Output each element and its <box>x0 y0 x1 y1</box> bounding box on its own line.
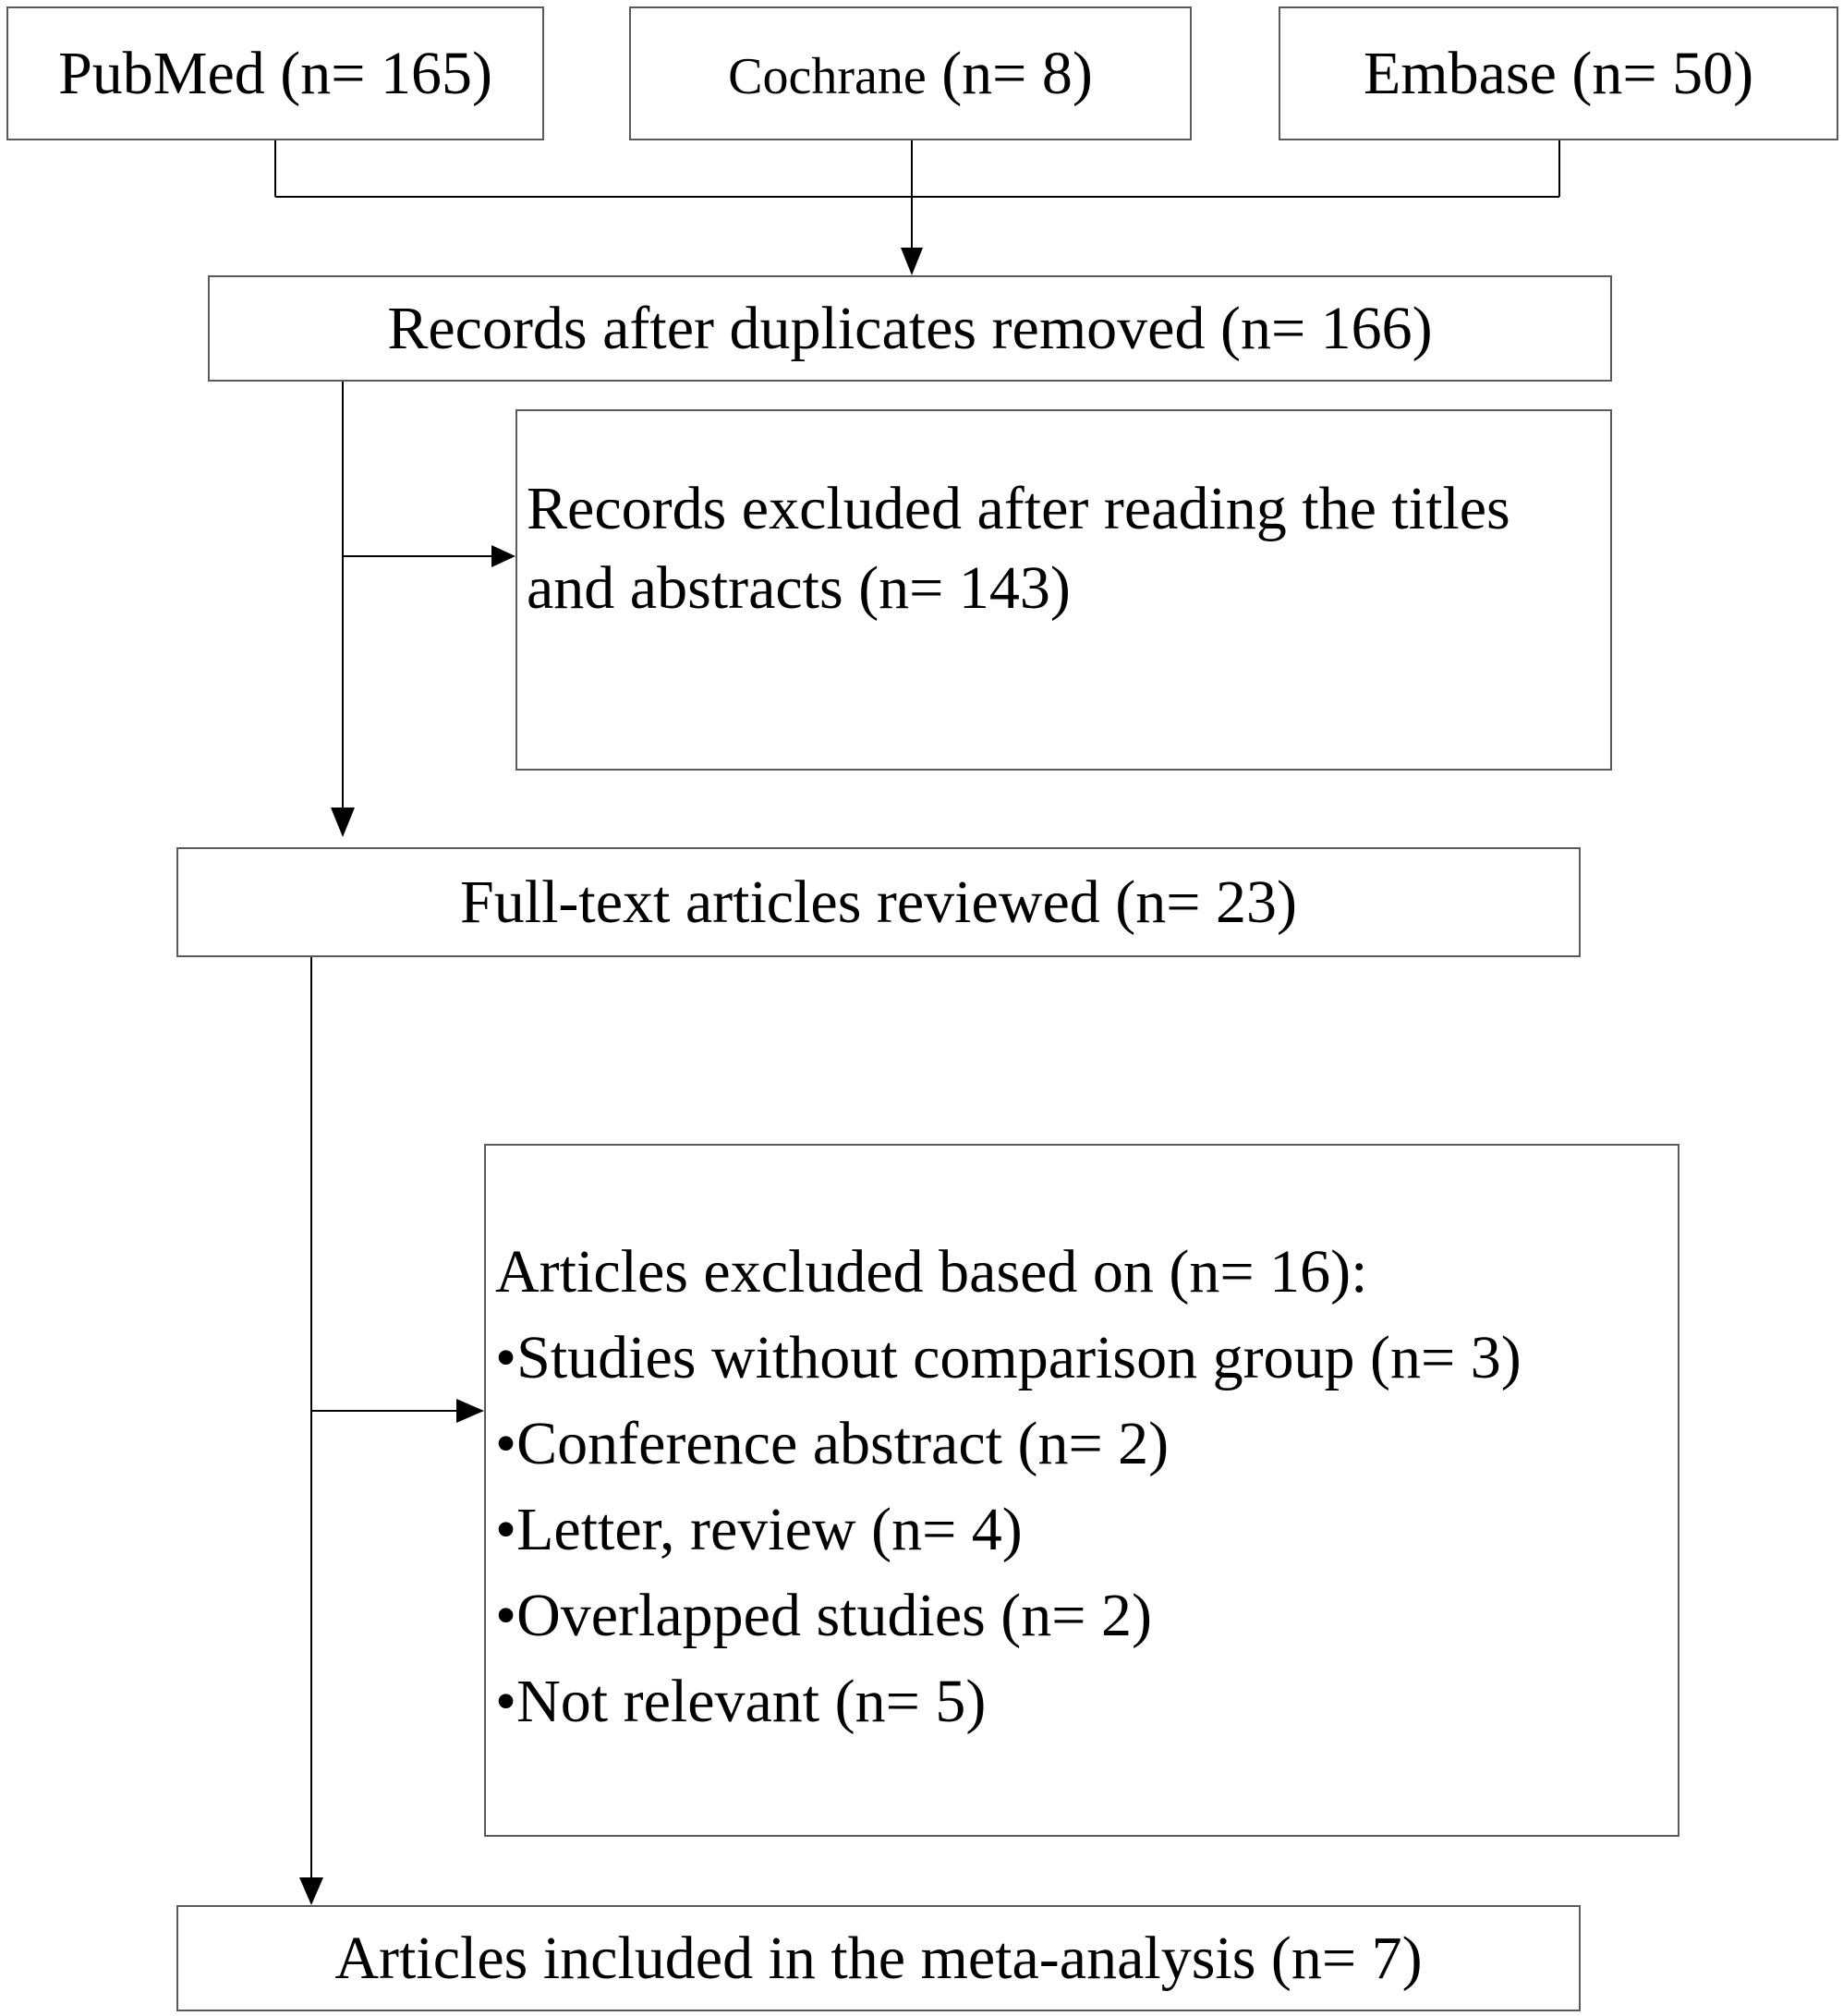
excluded-reason-text: Not relevant (n= 5) <box>516 1668 987 1735</box>
excluded-articles-heading: Articles excluded based on (n= 16): <box>495 1238 1368 1306</box>
excluded-titles-line-1: Records excluded after reading the title… <box>527 475 1510 542</box>
excluded-reason-text: Studies without comparison group (n= 3) <box>516 1324 1522 1391</box>
duplicates-removed-box: Records after duplicates removed (n= 166… <box>208 275 1612 382</box>
arrowhead-to-dedupe <box>901 248 923 275</box>
cochrane-box: Cochrane (n= 8) <box>629 6 1192 140</box>
full-text-box: Full-text articles reviewed (n= 23) <box>176 847 1581 957</box>
excluded-reason-text: Overlapped studies (n= 2) <box>516 1582 1152 1649</box>
excluded-reason-item: •Not relevant (n= 5) <box>495 1658 1522 1744</box>
arrowhead-to-exclusion2 <box>456 1399 484 1423</box>
excluded-titles-box <box>515 409 1612 771</box>
pubmed-name: PubMed <box>58 39 265 107</box>
pubmed-label: PubMed (n= 165) <box>58 43 492 104</box>
excluded-titles-line-2: and abstracts (n= 143) <box>527 554 1071 622</box>
embase-count: (n= 50) <box>1571 39 1754 107</box>
bullet-icon: • <box>495 1410 517 1477</box>
excluded-reason-item: •Studies without comparison group (n= 3) <box>495 1315 1522 1401</box>
arrowhead-to-fulltext <box>331 808 355 837</box>
cochrane-label: Cochrane (n= 8) <box>728 43 1093 104</box>
cochrane-count: (n= 8) <box>941 39 1093 107</box>
excluded-reason-item: •Overlapped studies (n= 2) <box>495 1573 1522 1658</box>
bullet-icon: • <box>495 1668 517 1735</box>
excluded-articles-box <box>484 1144 1679 1837</box>
bullet-icon: • <box>495 1496 517 1563</box>
included-box: Articles included in the meta-analysis (… <box>176 1905 1581 2011</box>
bullet-icon: • <box>495 1324 517 1391</box>
arrowhead-to-included <box>299 1877 323 1905</box>
embase-name: Embase <box>1363 39 1557 107</box>
excluded-titles-lines: Records excluded after reading the title… <box>527 469 1510 628</box>
excluded-reason-text: Letter, review (n= 4) <box>516 1496 1023 1563</box>
cochrane-name: Cochrane <box>728 47 927 105</box>
excluded-articles-content: Articles excluded based on (n= 16): •Stu… <box>495 1229 1522 1744</box>
duplicates-removed-text: Records after duplicates removed (n= 166… <box>387 294 1433 362</box>
pubmed-count: (n= 165) <box>280 39 492 107</box>
included-text: Articles included in the meta-analysis (… <box>334 1924 1423 1992</box>
pubmed-box: PubMed (n= 165) <box>6 6 544 140</box>
embase-box: Embase (n= 50) <box>1279 6 1838 140</box>
excluded-reason-item: •Letter, review (n= 4) <box>495 1487 1522 1573</box>
full-text-text: Full-text articles reviewed (n= 23) <box>460 868 1297 936</box>
bullet-icon: • <box>495 1582 517 1649</box>
embase-label: Embase (n= 50) <box>1364 43 1753 104</box>
excluded-reason-text: Conference abstract (n= 2) <box>516 1410 1170 1477</box>
excluded-reason-item: •Conference abstract (n= 2) <box>495 1401 1522 1487</box>
arrowhead-to-exclusion1 <box>491 545 515 567</box>
